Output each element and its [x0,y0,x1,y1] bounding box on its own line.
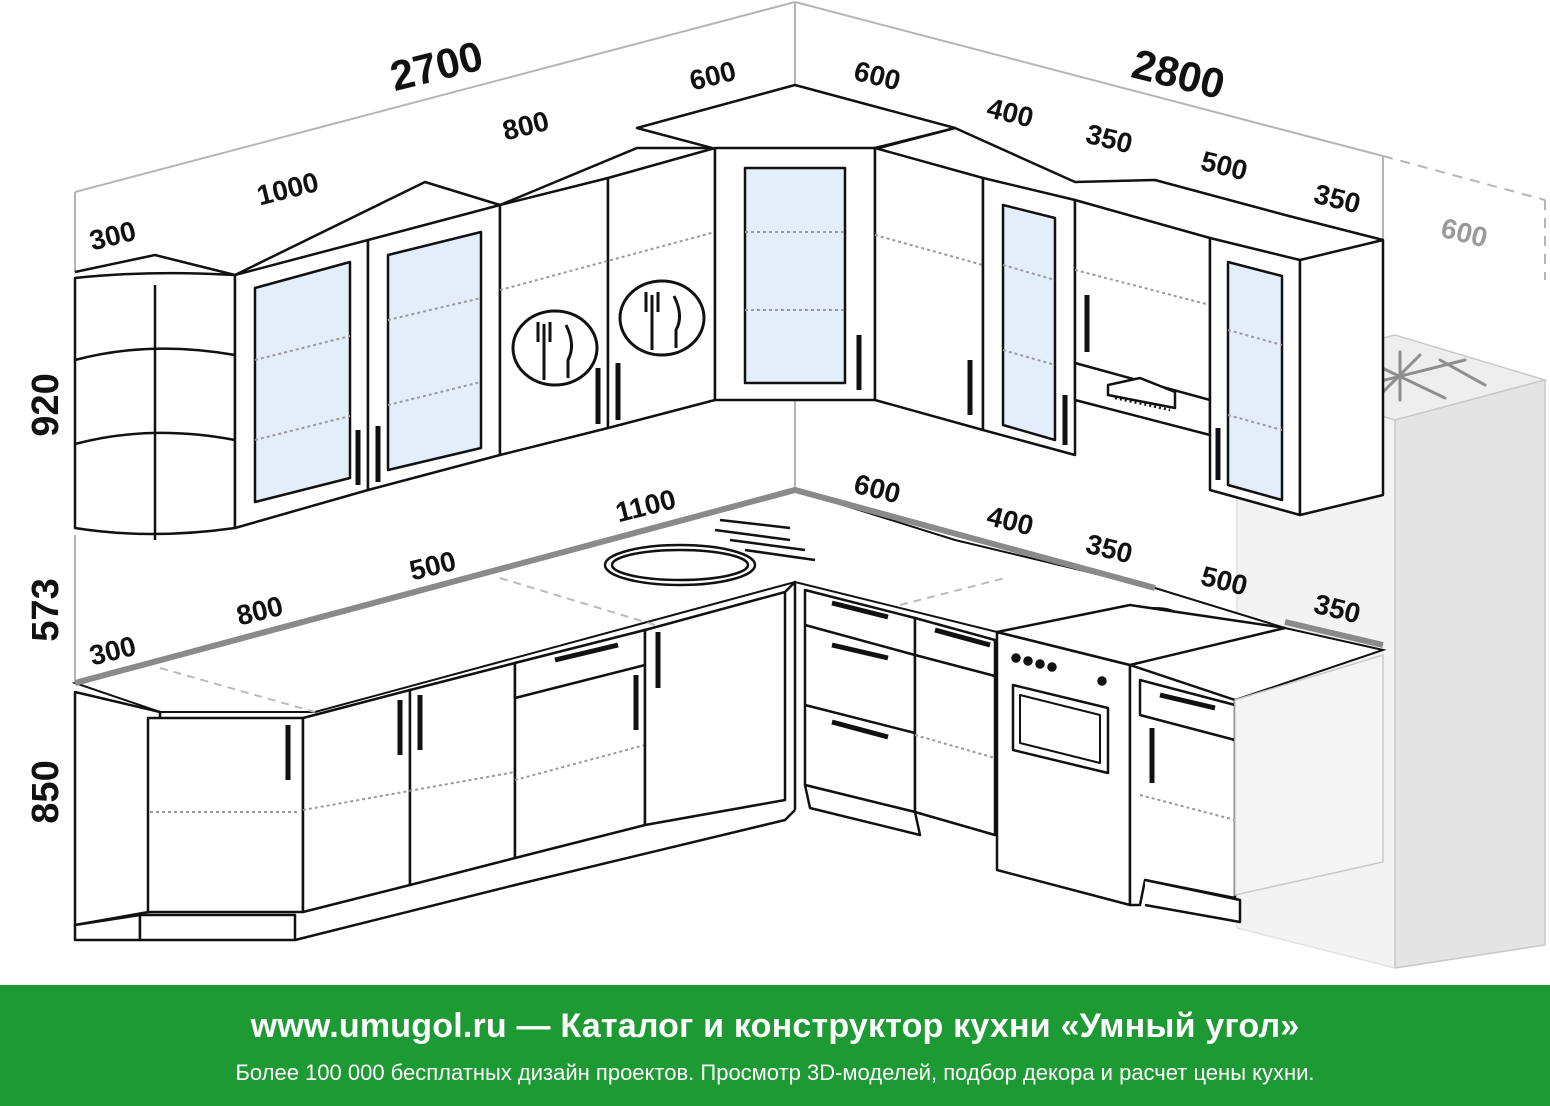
dim-lower-right-2: 400 [984,500,1037,541]
dim-left-wall: 2700 [385,32,487,100]
dim-upper-left-3: 800 [499,105,552,146]
dim-upper-right-4: 500 [1198,145,1251,186]
solid-cabinet-400 [873,146,985,432]
open-corner-shelf [73,271,237,540]
glass-cabinet-350 [981,176,1077,457]
dim-lower-left-2: 800 [233,590,286,631]
glass-cabinet-350-end [1208,236,1385,517]
dim-upper-left-1: 300 [86,215,139,256]
dim-right-wall: 2800 [1127,40,1229,108]
lower-cabinets-left [73,580,797,942]
cutlery-icon [618,279,706,357]
sink-icon [603,518,816,587]
dim-lower-right-3: 350 [1083,528,1136,569]
dim-height-lower: 850 [25,760,67,823]
dim-upper-right-1: 600 [851,55,904,96]
cutlery-cabinet-800 [498,146,717,457]
upper-cabinets-left [73,146,717,540]
upper-cabinets-right [635,83,1385,517]
dim-upper-left-2: 1000 [254,166,322,211]
footer-banner: www.umugol.ru — Каталог и конструктор ку… [0,985,1550,1106]
dim-lower-right-1: 600 [851,468,904,509]
hood-icon [1106,376,1177,412]
footer-title[interactable]: www.umugol.ru — Каталог и конструктор ку… [250,1007,1300,1045]
dim-fridge: 600 [1438,212,1491,253]
dim-height-upper: 920 [25,373,67,436]
oven-icon [1011,653,1110,775]
footer-subtitle: Более 100 000 бесплатных дизайн проектов… [235,1060,1315,1085]
dim-upper-right-3: 350 [1083,118,1136,159]
cutlery-icon [511,309,599,387]
lower-cabinets-right [803,588,1384,924]
dim-upper-left-4: 600 [686,55,739,96]
dim-upper-right-5: 350 [1311,178,1364,219]
dim-upper-right-2: 400 [984,92,1037,133]
kitchen-diagram: 2700 2800 920 573 850 300 1000 800 600 6… [25,1,1548,969]
glass-cabinet-1000 [233,203,502,530]
dim-height-gap: 573 [25,578,67,641]
corner-glass-cabinet [713,146,877,402]
